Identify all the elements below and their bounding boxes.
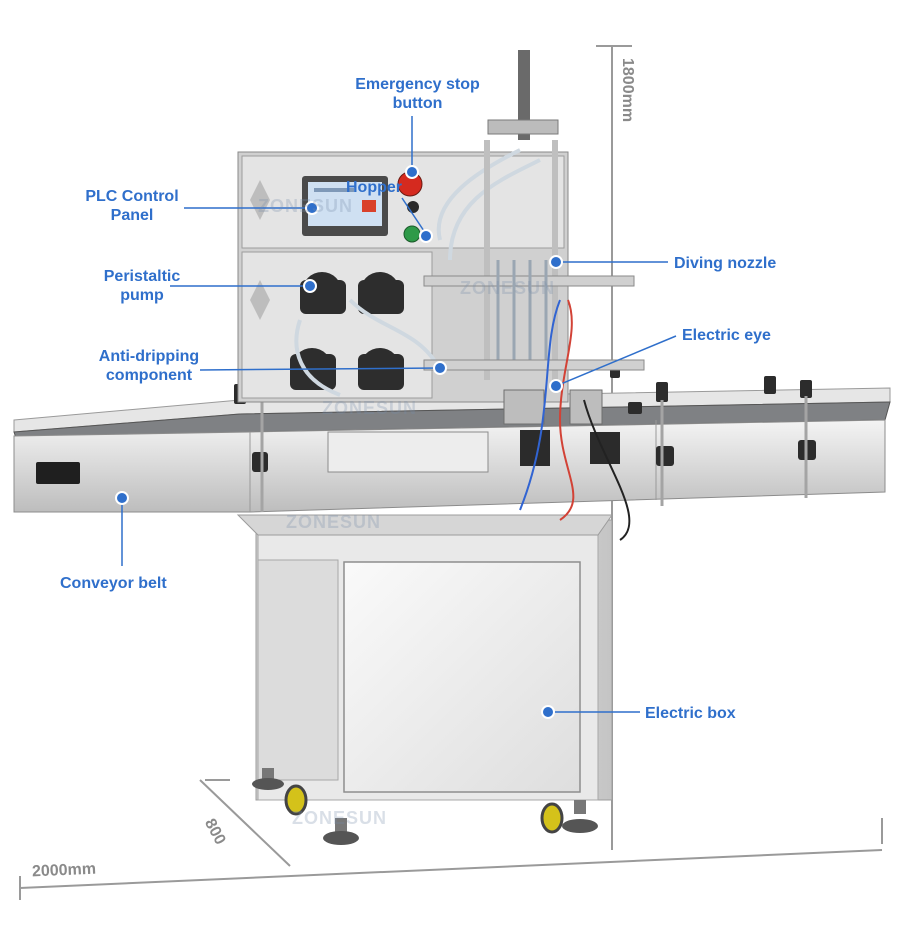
feet [252,768,598,845]
dimension-height: 1800mm [619,58,636,123]
watermark-top: ZONESUN [258,196,354,216]
peristaltic-pumps [290,272,404,390]
label-electric-box: Electric box [645,705,736,722]
watermark-mid: ZONESUN [460,278,556,298]
marker-dots [115,165,563,719]
guide-rods [260,396,808,512]
marker-anti-dripping [433,361,447,375]
marker-peristaltic-pump [303,279,317,293]
marker-electric-eye [549,379,563,393]
label-emergency-stop: Emergency stop button [355,76,480,112]
watermark-feet: ZONESUN [292,808,388,828]
marker-conveyor-belt [115,491,129,505]
watermark-base: ZONESUN [286,512,382,532]
marker-emergency-stop [405,165,419,179]
marker-hopper [419,229,433,243]
wires [519,299,631,541]
dimension-width: 2000mm [31,860,97,881]
marker-plc-panel [305,201,319,215]
label-conveyor-belt: Conveyor belt [60,575,167,592]
conveyor-belt [13,387,891,513]
marker-electric-box [541,705,555,719]
leader-lines [121,116,677,713]
hoses [294,148,541,397]
label-diving-nozzle: Diving nozzle [674,255,777,272]
electric-box-cabinet [236,514,613,801]
label-anti-dripping: Anti-dripping component [98,348,200,384]
watermark-conveyor: ZONESUN [322,398,418,418]
label-hopper: Hopper [346,179,402,196]
label-electric-eye: Electric eye [682,327,771,344]
label-peristaltic-pump: Peristaltic pump [103,268,181,304]
marker-diving-nozzle [549,255,563,269]
plc-screen [302,176,388,236]
label-plc-panel: PLC Control Panel [85,188,179,224]
